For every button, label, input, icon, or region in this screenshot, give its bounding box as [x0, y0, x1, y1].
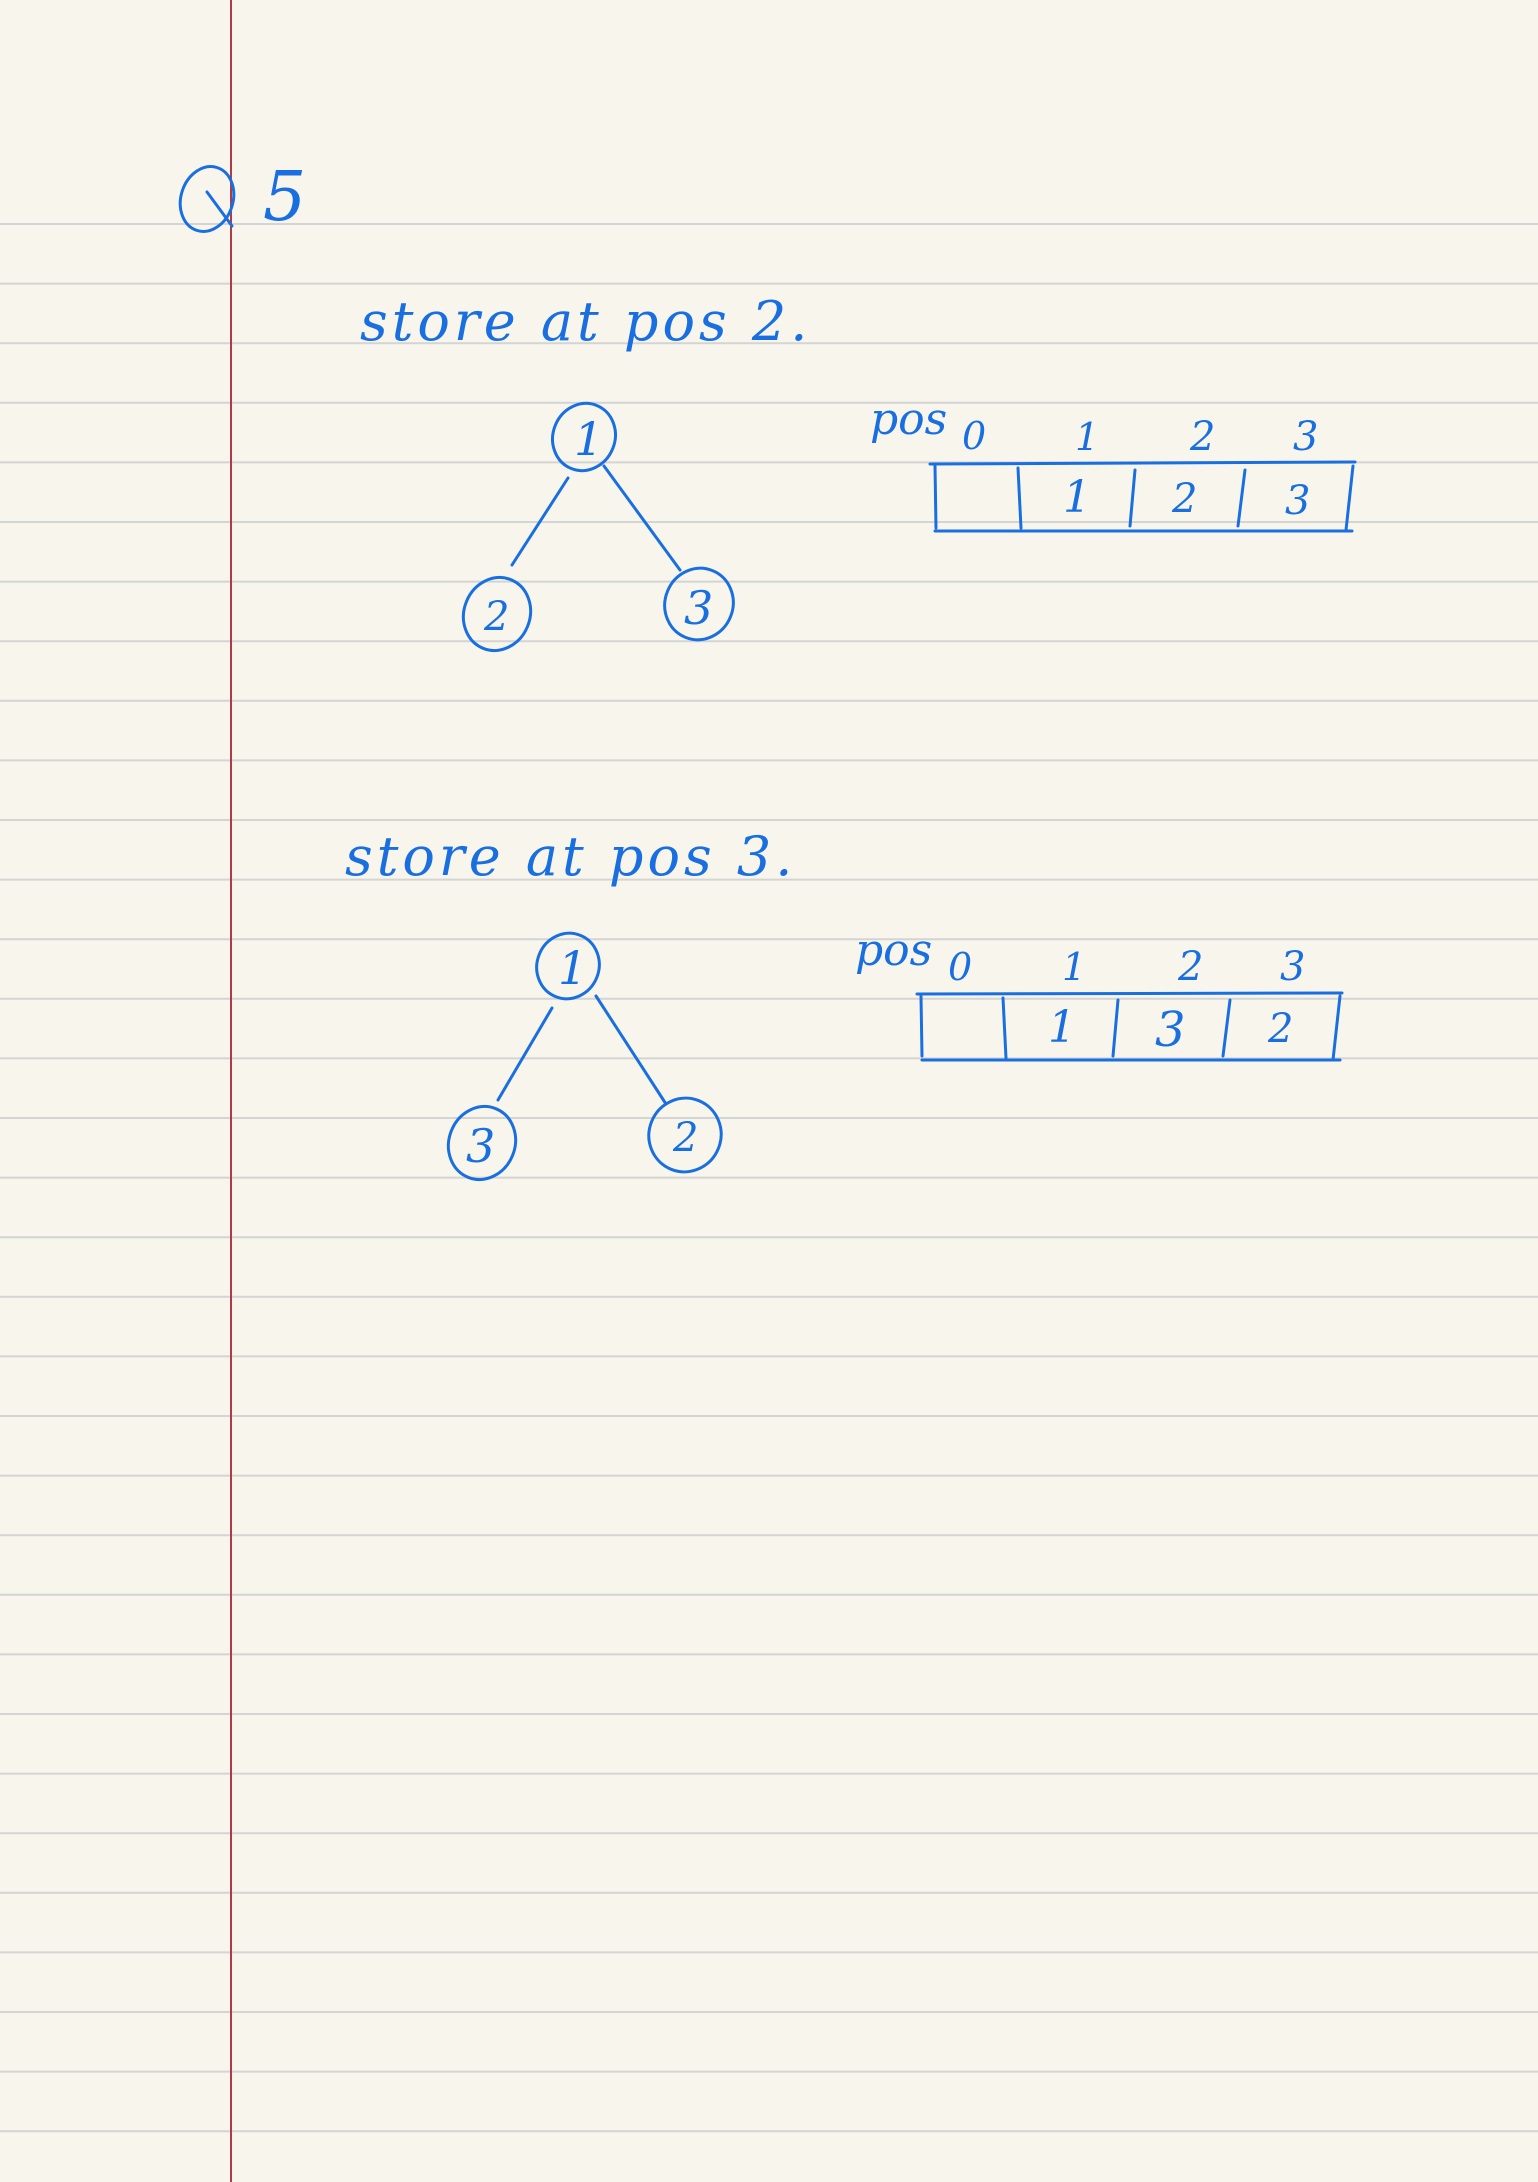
tree-node-left: 3 — [446, 1105, 518, 1181]
array-diagram: pos 0 1 2 3 1 2 3 — [870, 394, 1357, 533]
array-divider — [1001, 996, 1008, 1060]
array-index: 0 — [962, 414, 986, 458]
array-cell-value: 2 — [1171, 476, 1197, 522]
array-divider — [1331, 994, 1342, 1062]
array-cell-value: 3 — [1155, 1002, 1186, 1058]
question-number: 5 — [263, 158, 306, 237]
binary-tree: 1 2 3 — [461, 401, 735, 652]
tree-node-left: 2 — [461, 576, 533, 652]
array-divider — [1221, 998, 1232, 1058]
array-index-label: pos — [870, 394, 947, 445]
array-divider — [1236, 468, 1247, 528]
array-index: 1 — [1075, 415, 1099, 459]
tree-edge-left — [510, 476, 570, 567]
tree-edge-right — [602, 464, 682, 572]
tree-node-label: 3 — [684, 581, 713, 635]
tree-node-label: 3 — [466, 1119, 495, 1173]
section-heading: store at pos 3. — [345, 825, 796, 888]
section-pos-2: store at pos 2. 1 2 3 pos — [360, 290, 1357, 652]
array-top-edge — [928, 460, 1357, 466]
tree-node-root: 1 — [535, 931, 601, 1001]
array-index-label: pos — [855, 925, 932, 976]
array-cell-value: 3 — [1285, 478, 1310, 524]
ruled-lines — [0, 223, 1538, 2133]
array-index: 2 — [1189, 414, 1215, 460]
array-index: 2 — [1177, 944, 1203, 990]
question-title: Q 5 — [178, 158, 306, 237]
array-divider — [1111, 998, 1120, 1058]
tree-node-root: 1 — [551, 401, 617, 473]
section-heading: store at pos 2. — [360, 290, 811, 353]
array-cell-value: 1 — [1063, 472, 1091, 523]
array-index: 0 — [948, 945, 972, 989]
array-cell-value: 1 — [1048, 1002, 1076, 1053]
tree-node-label: 1 — [558, 941, 587, 995]
tree-node-label: 1 — [574, 412, 603, 466]
tree-edge-right — [594, 994, 668, 1106]
binary-tree: 1 3 2 — [446, 931, 723, 1181]
array-top-edge — [915, 991, 1344, 996]
array-divider — [1344, 464, 1355, 532]
array-index: 3 — [1293, 414, 1318, 460]
array-index: 3 — [1280, 944, 1305, 990]
array-divider — [1016, 466, 1023, 530]
question-q-ring — [178, 165, 236, 233]
array-divider — [919, 994, 924, 1058]
tree-node-right: 2 — [647, 1096, 723, 1174]
section-pos-3: store at pos 3. 1 3 2 pos — [345, 825, 1344, 1181]
array-cell-value: 2 — [1267, 1006, 1293, 1052]
array-diagram: pos 0 1 2 3 1 3 2 — [855, 925, 1344, 1062]
question-q-tail — [205, 190, 234, 228]
array-divider — [1128, 468, 1137, 528]
tree-node-label: 2 — [483, 594, 509, 640]
array-divider — [933, 464, 938, 530]
tree-node-right: 3 — [663, 566, 735, 642]
array-index: 1 — [1062, 945, 1086, 989]
tree-edge-left — [496, 1006, 554, 1102]
tree-node-label: 2 — [672, 1115, 698, 1161]
